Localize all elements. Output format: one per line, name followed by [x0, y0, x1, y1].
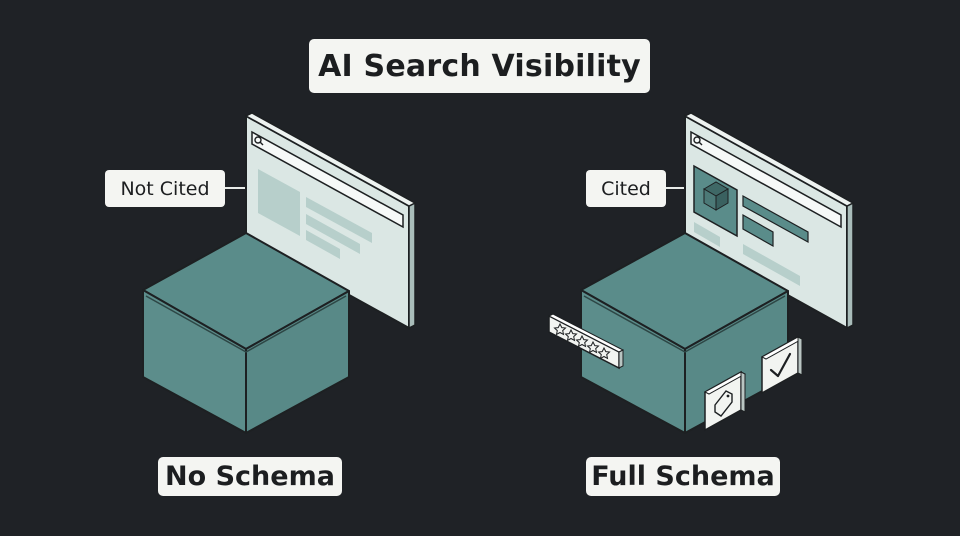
right-address-bar: [690, 130, 842, 229]
left-image-placeholder: [258, 169, 300, 236]
left-browser-window: [244, 112, 417, 330]
right-text-placeholder: [743, 244, 800, 286]
left-cube: [142, 232, 350, 434]
left-text-placeholder: [306, 230, 340, 259]
right-text-highlight: [742, 194, 809, 244]
diagram-title: AI Search Visibility: [309, 39, 650, 93]
left-scene: [142, 112, 417, 434]
search-icon: [693, 136, 703, 146]
cited-callout: Cited: [586, 170, 666, 207]
full-schema-caption: Full Schema: [586, 457, 780, 496]
five-star-rating-icon: [547, 313, 625, 370]
right-browser-window: [683, 112, 855, 330]
search-icon: [254, 136, 264, 146]
right-scene: [547, 112, 855, 434]
left-text-placeholder: [306, 197, 372, 243]
right-text-placeholder: [694, 222, 720, 247]
not-cited-callout: Not Cited: [105, 170, 225, 207]
right-text-highlight: [742, 213, 774, 248]
left-text-placeholder: [306, 214, 360, 254]
product-box-icon: [693, 164, 738, 238]
price-tag-icon: [703, 370, 747, 432]
checkmark-icon: [760, 335, 804, 395]
no-schema-caption: No Schema: [158, 457, 342, 496]
left-address-bar: [251, 130, 404, 229]
